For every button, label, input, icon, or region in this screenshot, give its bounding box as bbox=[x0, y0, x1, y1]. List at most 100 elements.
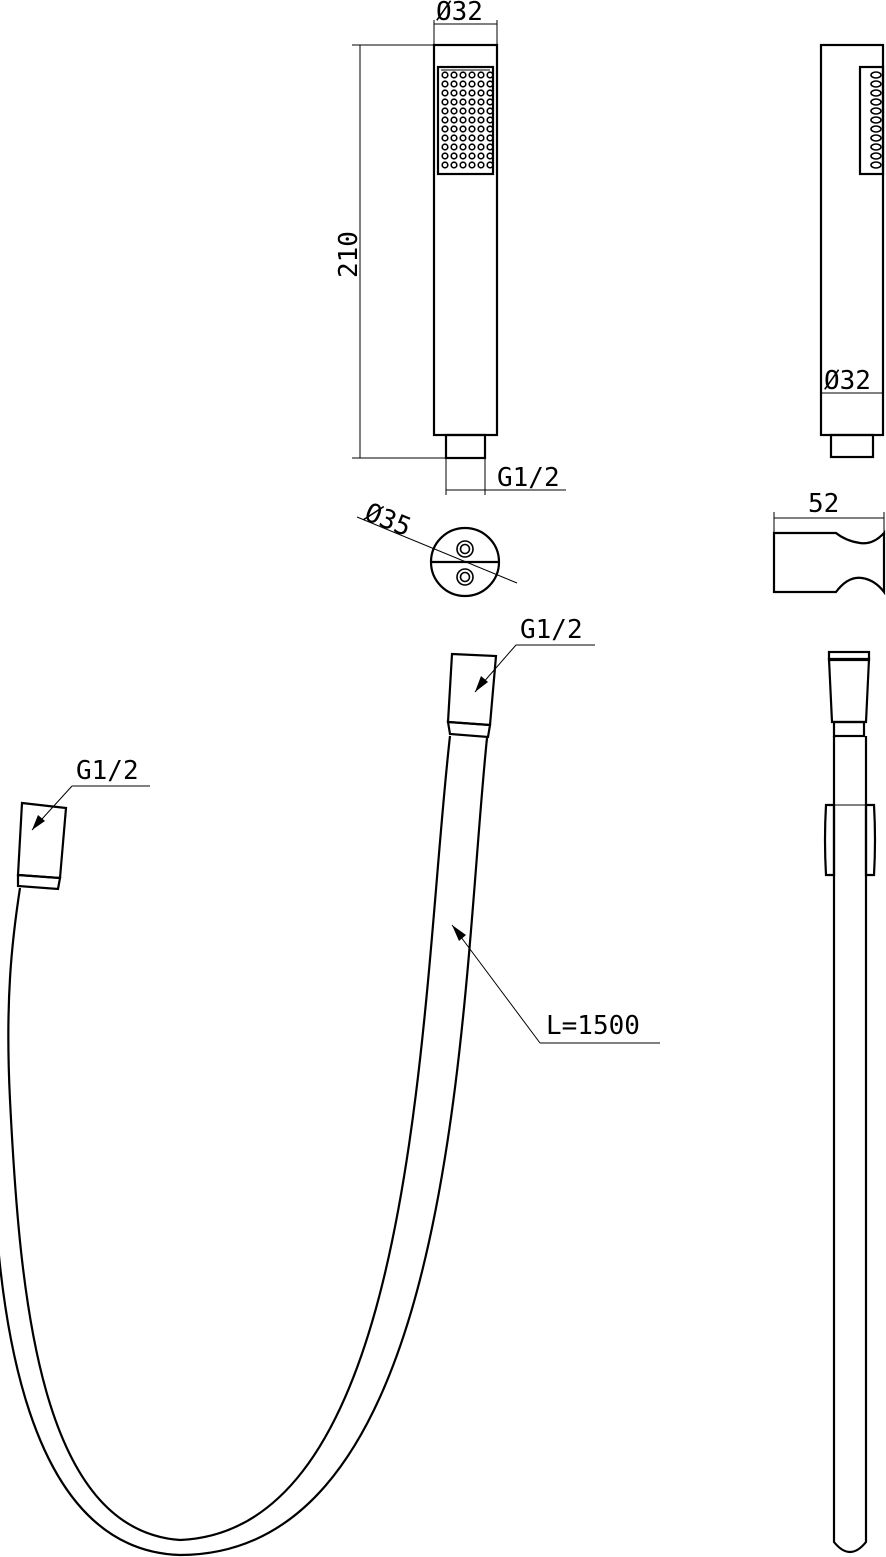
nozzle-dot bbox=[450, 134, 458, 142]
nozzle-dot bbox=[459, 152, 467, 160]
dim-holder-width: 52 bbox=[773, 489, 885, 533]
side-nozzle-dot bbox=[870, 98, 882, 106]
wall-holder-side-view bbox=[772, 530, 886, 596]
hose-length-label: L=1500 bbox=[546, 1011, 640, 1041]
nozzle-dot bbox=[459, 143, 467, 151]
nozzle-dot bbox=[486, 80, 494, 88]
nozzle-dot bbox=[459, 107, 467, 115]
nozzle-dot bbox=[477, 80, 485, 88]
nozzle-dot bbox=[450, 125, 458, 133]
nozzle-dot bbox=[468, 161, 476, 169]
nozzle-dot bbox=[477, 161, 485, 169]
nozzle-grid bbox=[441, 71, 494, 169]
nozzle-dot bbox=[486, 71, 494, 79]
nozzle-dot bbox=[450, 143, 458, 151]
nozzle-dot bbox=[468, 134, 476, 142]
nozzle-dot bbox=[450, 80, 458, 88]
nozzle-dot bbox=[486, 143, 494, 151]
nozzle-dot bbox=[486, 125, 494, 133]
nozzle-dot bbox=[441, 98, 449, 106]
nozzle-dot bbox=[441, 116, 449, 124]
nozzle-dot bbox=[477, 107, 485, 115]
side-nozzle-dot bbox=[870, 125, 882, 133]
nozzle-dot bbox=[459, 89, 467, 97]
nozzle-dot bbox=[477, 152, 485, 160]
dim-head-length-label: 210 bbox=[334, 231, 364, 278]
nozzle-dot bbox=[459, 134, 467, 142]
shower-hose-side-view bbox=[823, 650, 877, 1554]
nozzle-dot bbox=[450, 98, 458, 106]
nozzle-dot bbox=[477, 89, 485, 97]
nozzle-dot bbox=[459, 161, 467, 169]
nozzle-dot bbox=[441, 71, 449, 79]
dim-holder-diameter: Ø35 bbox=[356, 498, 518, 584]
nozzle-dot bbox=[441, 161, 449, 169]
hand-shower-side-view: Ø32 bbox=[819, 43, 885, 459]
nozzle-dot bbox=[477, 98, 485, 106]
side-nozzle-dot bbox=[870, 89, 882, 97]
hose-length-callout: L=1500 bbox=[451, 924, 660, 1044]
side-nozzle-dot bbox=[870, 71, 882, 79]
nozzle-dot bbox=[468, 125, 476, 133]
nozzle-dot bbox=[441, 107, 449, 115]
side-nozzle-dot bbox=[870, 134, 882, 142]
dim-holder-width-label: 52 bbox=[808, 489, 839, 519]
nozzle-dot bbox=[477, 143, 485, 151]
nozzle-dot bbox=[486, 107, 494, 115]
hand-shower-front-view bbox=[432, 43, 499, 460]
nozzle-dot bbox=[459, 71, 467, 79]
nozzle-dot bbox=[459, 98, 467, 106]
nozzle-dot bbox=[450, 71, 458, 79]
dim-head-thread-label: G1/2 bbox=[497, 463, 560, 493]
hose-thread-left-label: G1/2 bbox=[76, 756, 139, 786]
nozzle-dot bbox=[459, 116, 467, 124]
side-nozzle-dot bbox=[870, 143, 882, 151]
nozzle-dot bbox=[441, 134, 449, 142]
side-nozzle-column bbox=[870, 71, 882, 169]
side-nozzle-dot bbox=[870, 107, 882, 115]
nozzle-dot bbox=[486, 152, 494, 160]
nozzle-dot bbox=[441, 152, 449, 160]
side-nozzle-dot bbox=[870, 80, 882, 88]
nozzle-dot bbox=[468, 71, 476, 79]
nozzle-dot bbox=[477, 125, 485, 133]
nozzle-dot bbox=[477, 134, 485, 142]
nozzle-dot bbox=[468, 80, 476, 88]
nozzle-dot bbox=[468, 107, 476, 115]
dim-diameter-front: Ø32 bbox=[433, 0, 498, 45]
nozzle-dot bbox=[468, 89, 476, 97]
nozzle-dot bbox=[450, 89, 458, 97]
nozzle-dot bbox=[441, 143, 449, 151]
nozzle-dot bbox=[441, 89, 449, 97]
side-nozzle-dot bbox=[870, 152, 882, 160]
hose-thread-left-callout: G1/2 bbox=[31, 756, 150, 831]
dim-head-thread: G1/2 bbox=[445, 458, 566, 495]
dim-head-length: 210 bbox=[334, 44, 446, 459]
nozzle-dot bbox=[468, 143, 476, 151]
nozzle-dot bbox=[441, 80, 449, 88]
nozzle-dot bbox=[486, 134, 494, 142]
nozzle-dot bbox=[486, 89, 494, 97]
nozzle-dot bbox=[450, 152, 458, 160]
side-nozzle-dot bbox=[870, 116, 882, 124]
dim-holder-diameter-label: Ø35 bbox=[360, 498, 415, 543]
nozzle-dot bbox=[459, 125, 467, 133]
nozzle-dot bbox=[459, 80, 467, 88]
nozzle-dot bbox=[486, 116, 494, 124]
nozzle-dot bbox=[441, 125, 449, 133]
nozzle-dot bbox=[477, 116, 485, 124]
nozzle-dot bbox=[486, 161, 494, 169]
dim-diameter-side-label: Ø32 bbox=[824, 366, 871, 396]
nozzle-dot bbox=[450, 116, 458, 124]
nozzle-dot bbox=[477, 71, 485, 79]
nozzle-dot bbox=[468, 116, 476, 124]
nozzle-dot bbox=[468, 152, 476, 160]
nozzle-dot bbox=[450, 107, 458, 115]
nozzle-dot bbox=[468, 98, 476, 106]
dim-diameter-front-label: Ø32 bbox=[436, 0, 483, 27]
hose-thread-top-label: G1/2 bbox=[520, 615, 583, 645]
side-nozzle-dot bbox=[870, 161, 882, 169]
hose-thread-top-callout: G1/2 bbox=[474, 615, 595, 693]
nozzle-dot bbox=[450, 161, 458, 169]
